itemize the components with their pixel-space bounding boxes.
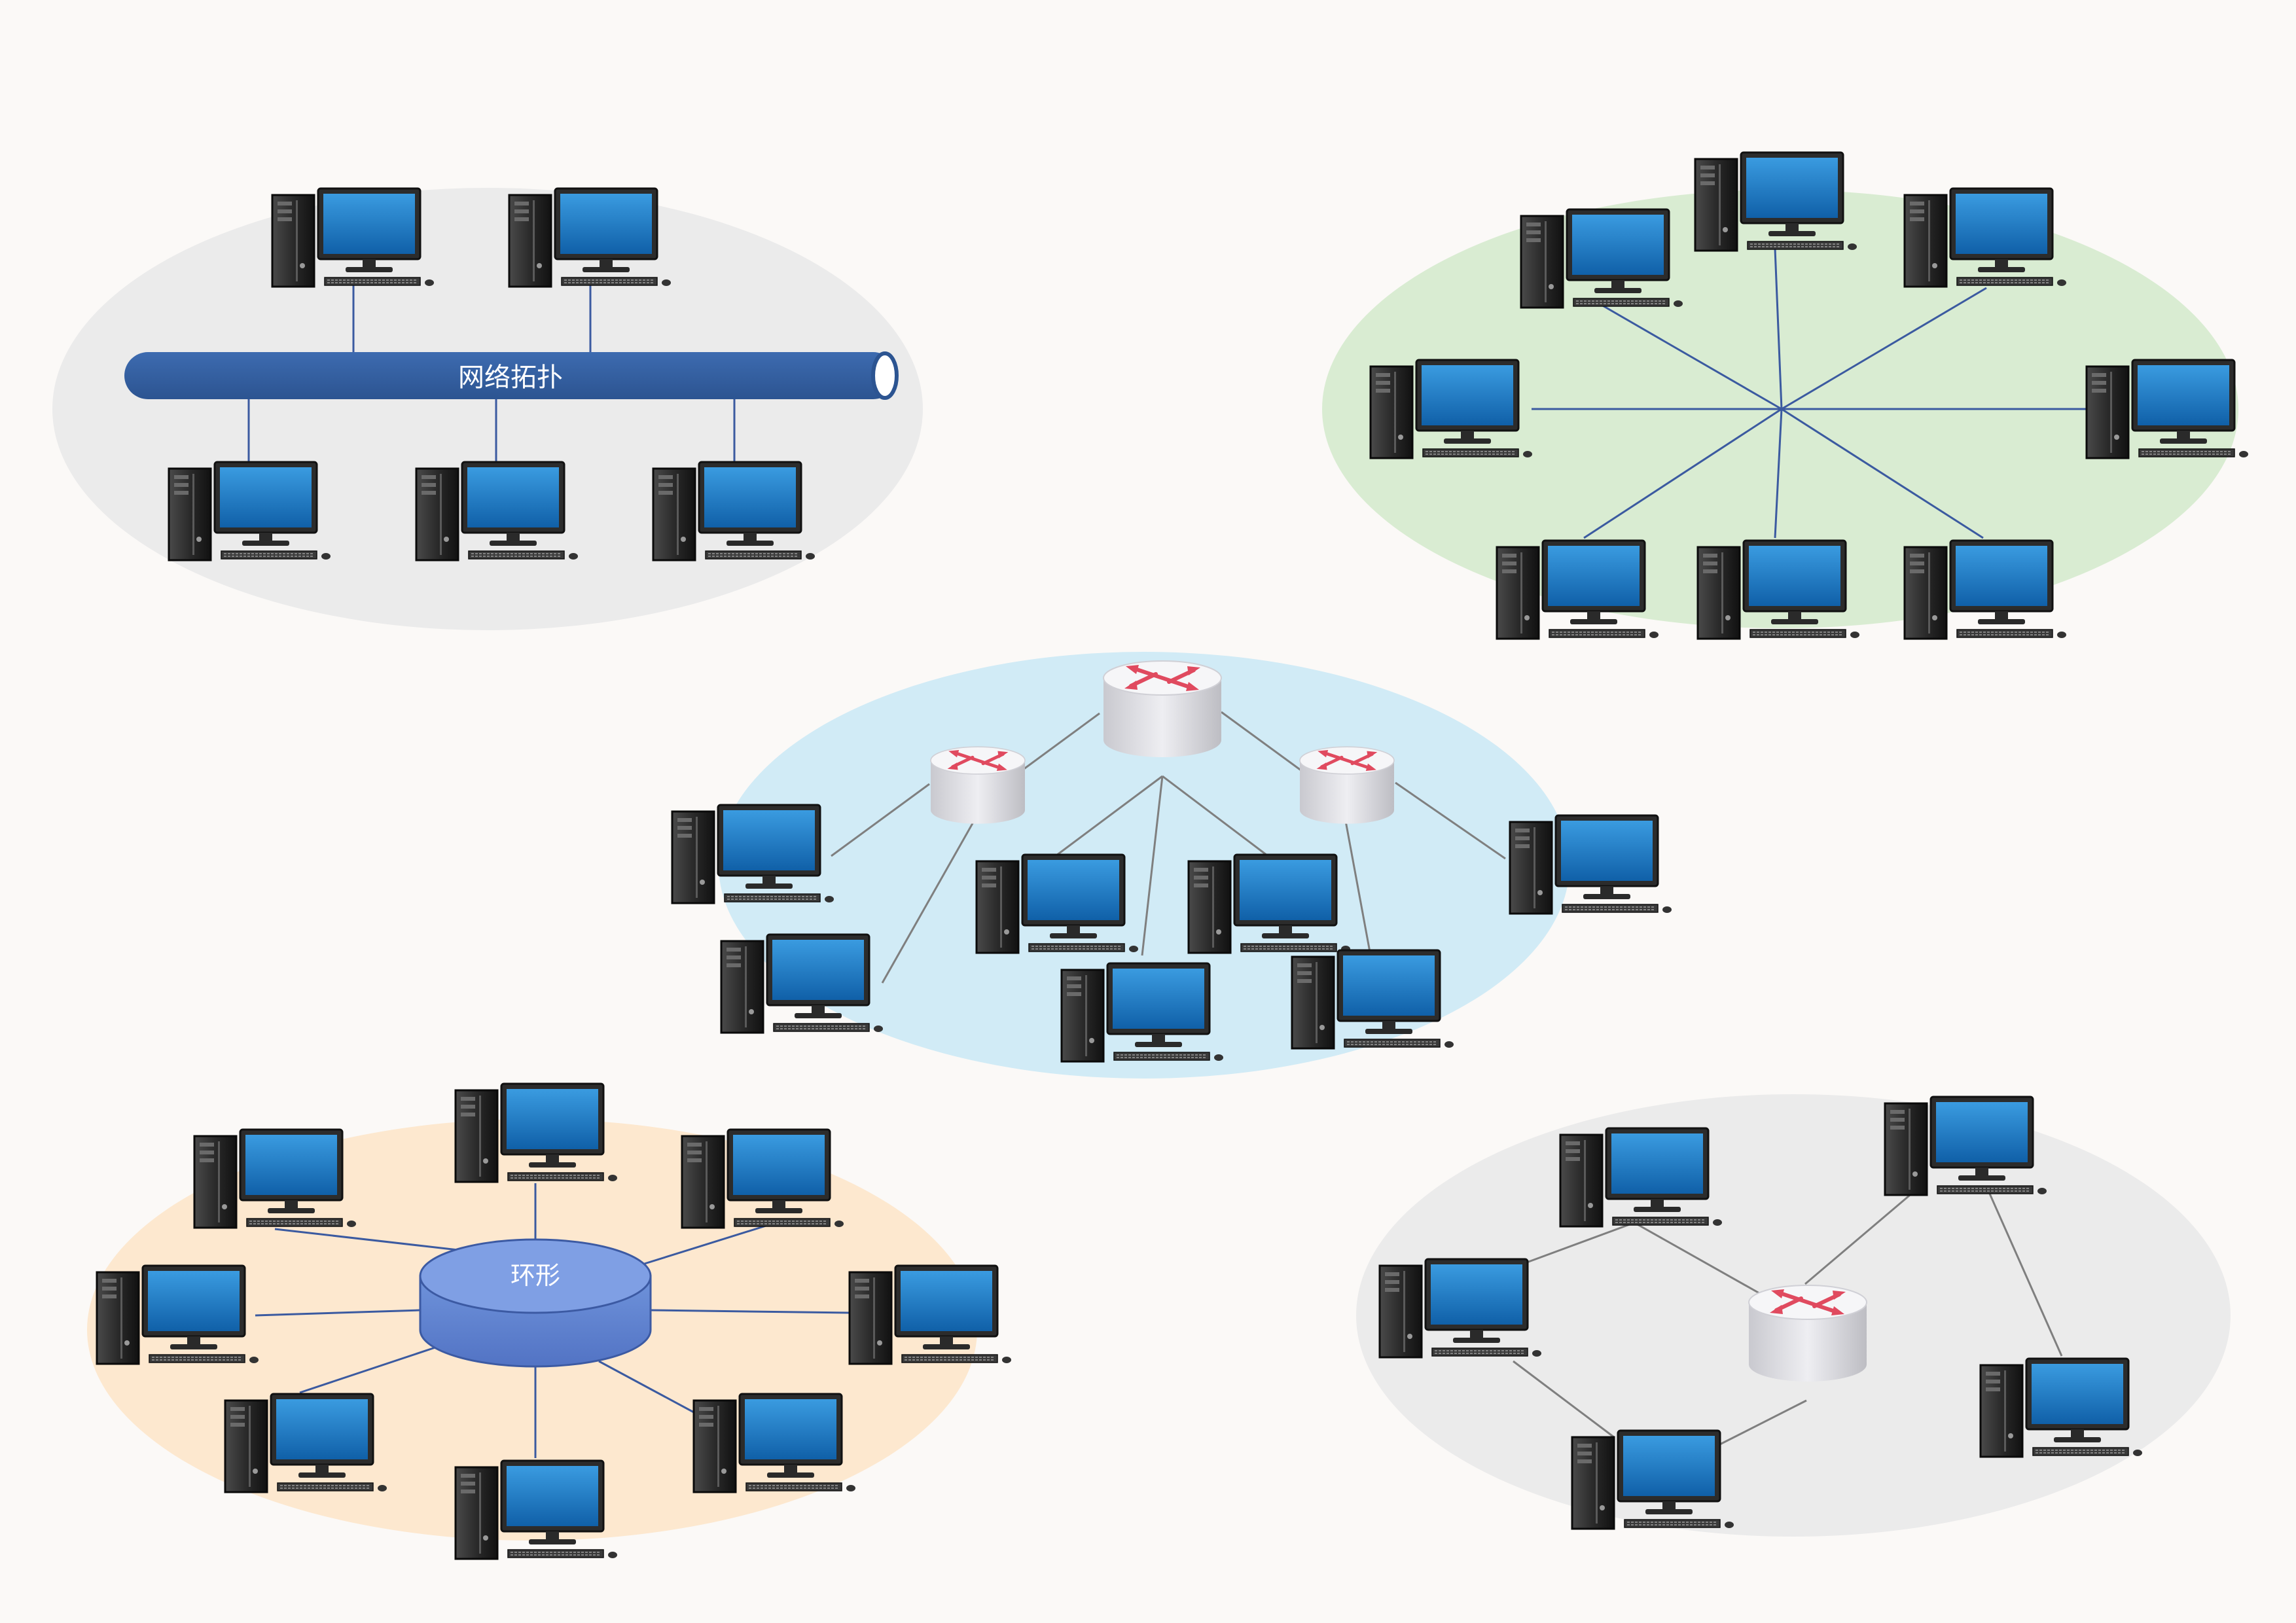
bus-label: 网络拓扑 [458,363,563,393]
tree-router-left [931,747,1025,824]
ring-computer-7 [454,1459,619,1560]
star-computer-6 [1496,539,1660,640]
bus-links [247,281,736,465]
star-links [1532,248,2088,539]
bus-region [52,188,923,630]
mesh-links [1513,1187,2063,1449]
ring-links [255,1183,852,1458]
tree-router-top [1103,661,1221,757]
tree-computer-7 [1509,814,1673,915]
tree-links [831,711,1506,984]
bus-backbone: 网络拓扑 [124,351,899,400]
tree-router-right [1300,747,1394,824]
ring-computer-5 [848,1264,1013,1365]
ring-label: 环形 [511,1261,560,1290]
tree-computer-6 [1291,949,1455,1050]
star-computer-8 [1903,539,2068,640]
mesh-router [1749,1285,1867,1382]
ring-hub: 环形 [419,1238,652,1368]
